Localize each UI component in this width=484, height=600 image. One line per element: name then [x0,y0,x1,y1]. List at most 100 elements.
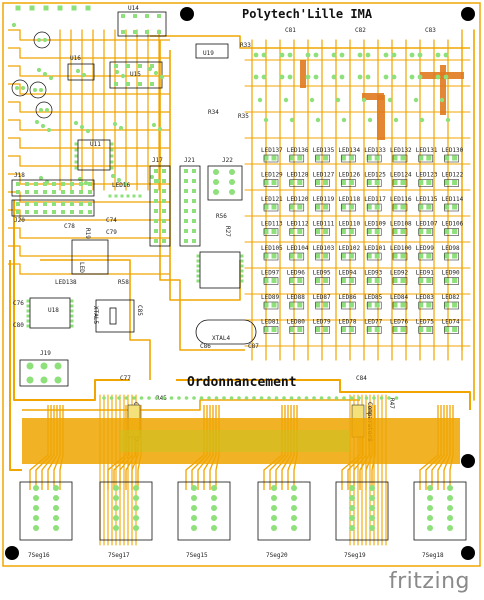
led-outline [444,228,459,236]
led-label: LED94 [338,270,356,277]
pad-square [452,278,458,283]
pad-square [110,148,114,152]
led-outline [289,326,305,334]
pad-square [74,148,78,152]
pad [139,396,144,400]
led-outline [315,154,330,163]
pad [177,396,181,400]
capacitor-label: C85 [136,305,143,316]
pad [271,525,277,531]
pad [341,117,347,123]
led-label: LED100 [390,245,412,252]
component-label: LED [78,262,85,273]
pad [349,515,355,521]
led-outline [315,203,330,212]
pad-square [315,327,321,332]
pad [261,74,267,80]
pad-square [29,5,35,11]
pad-square [79,182,83,186]
pad-square [184,189,188,193]
led-outline [289,277,305,285]
pad [263,117,269,123]
pad [213,189,219,195]
pad-square [196,269,200,273]
pad [257,97,263,103]
led-outline [315,277,330,285]
pad [253,74,259,80]
pad [394,396,399,400]
led-label: LED81 [261,319,279,326]
pad-square [70,304,74,308]
pad-square [61,190,65,194]
pad-square [323,204,329,210]
pad-square [110,160,114,164]
pad [46,127,52,133]
pad-square [271,180,277,185]
copper-strip [300,60,306,88]
pad-square [88,182,92,186]
pad [113,495,119,501]
chip-label: U14 [128,5,139,12]
pad [85,128,91,134]
pad [133,515,139,521]
pad [443,52,449,58]
pad-square [154,219,158,223]
pad [229,169,235,175]
pad-square [26,299,30,303]
pad [349,505,355,511]
trace [8,65,170,77]
copper-strip [377,95,385,140]
chip-label: U11 [90,141,101,148]
pad-square [289,327,295,332]
trace [176,379,471,410]
pad [112,121,118,127]
pad [417,74,423,80]
pad [312,396,316,400]
pad-square [263,327,269,332]
pad-square [323,229,329,234]
pad-square [184,219,188,223]
pad [213,169,219,175]
pad [214,396,219,400]
pad [287,52,293,58]
pad [383,52,389,58]
pad-square [88,190,92,194]
pad [54,376,62,384]
pad-square [348,204,354,210]
seven-segment-label: 7Seg17 [108,552,130,559]
pad [279,52,285,58]
pad-square [392,204,398,210]
pad-square [289,155,295,161]
pad [117,396,121,400]
pad [191,495,197,501]
led-label: LED88 [287,294,305,301]
header-label: J22 [222,157,233,164]
led-label: LED93 [364,270,382,277]
pad [40,362,48,370]
led-label: LED83 [416,294,434,301]
pad-square [263,155,269,161]
led-label: LED99 [416,245,434,252]
led-label: LED77 [364,319,382,326]
led-label: LED125 [364,172,386,179]
led-outline [341,203,356,212]
led-label: LED111 [313,221,335,228]
pad-square [138,194,142,198]
capacitor-label: C86 [200,343,211,350]
pad-square [110,166,114,170]
pad-square [133,14,137,18]
mounting-hole [461,546,475,560]
led-outline [392,154,408,163]
led-outline [392,228,408,236]
transistor-outline [33,31,51,49]
led-label: LED138 [55,279,77,286]
led-label: LED136 [287,147,309,154]
pad-square [192,179,196,183]
pad-square [138,82,142,86]
seven-segment-label: 7Seg18 [422,552,444,559]
pad-square [85,5,91,11]
pad [33,495,39,501]
pad-square [52,190,56,194]
pad-square [315,302,321,308]
pad [427,485,433,491]
